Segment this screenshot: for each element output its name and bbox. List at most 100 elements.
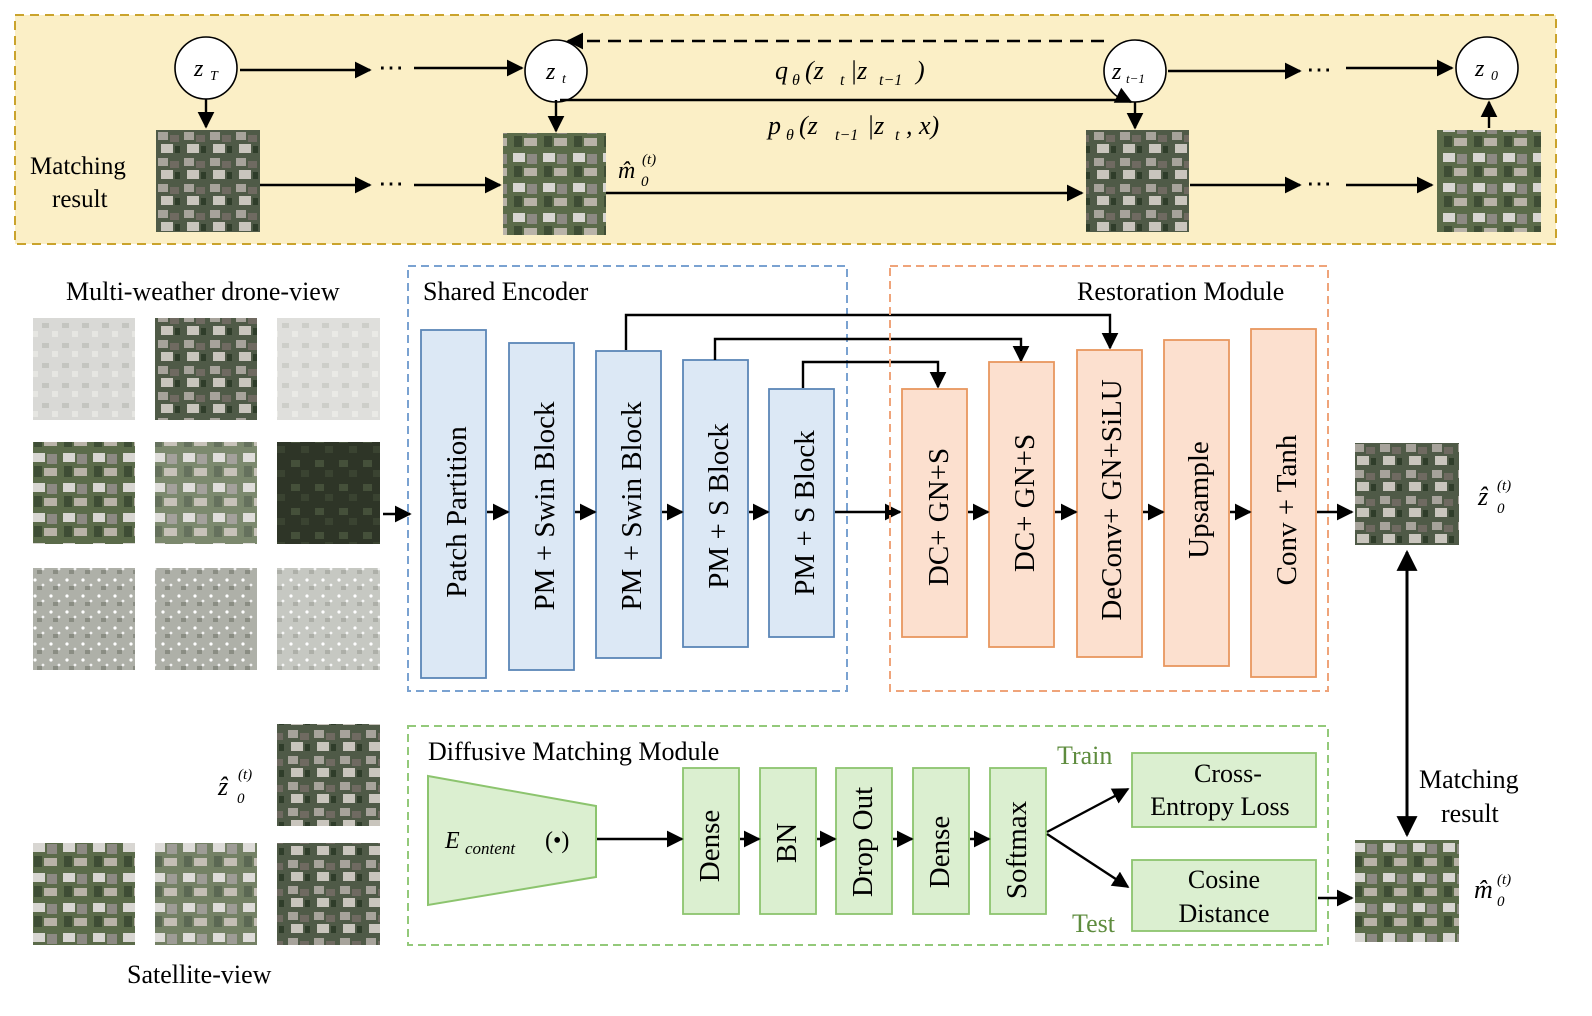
drone-image-8 (155, 568, 257, 670)
restored-image (1355, 443, 1459, 545)
aerial-image-top-4 (1437, 130, 1541, 232)
encoder-block-5-label: PM + S Block (789, 430, 821, 596)
restoration-block-3-label: DeConv+ GN+SiLU (1096, 379, 1128, 620)
p-sub: θ (786, 127, 794, 144)
p-formula: p θ (z t−1 |z t , x) (766, 111, 939, 144)
matching-block-3-label: Drop Out (847, 787, 879, 897)
drone-image-4 (33, 442, 135, 544)
node-zt1-sub: t−1 (1126, 71, 1145, 86)
satellite-view-title: Satellite-view (127, 960, 272, 989)
content-encoder-letter: E (444, 828, 460, 854)
z-hat-left-sup: (t) (238, 767, 252, 783)
node-zT-label: z (193, 56, 204, 82)
cosine-distance-label-1: Cosine (1188, 865, 1260, 894)
drone-image-9 (277, 568, 380, 670)
ellipsis-3: ⋯ (378, 169, 404, 198)
encoder-block-4-label: PM + S Block (703, 423, 735, 589)
matching-block-1-label: Dense (694, 810, 726, 882)
z-hat-right-letter: ẑ (1477, 482, 1489, 511)
p-args: (z (799, 111, 818, 140)
ellipsis-1: ⋯ (378, 53, 404, 82)
skip-connections (624, 313, 1119, 389)
drone-view-title: Multi-weather drone-view (66, 277, 340, 306)
drone-image-6 (277, 442, 380, 544)
ellipsis-2: ⋯ (1306, 55, 1332, 84)
restoration-block-5-label: Conv + Tanh (1271, 434, 1303, 585)
drone-image-5 (155, 442, 257, 544)
restoration-title: Restoration Module (1077, 277, 1284, 306)
node-zt-sub: t (562, 72, 567, 87)
q-bar-sub: t−1 (879, 72, 902, 89)
train-label: Train (1057, 741, 1112, 770)
restoration-block-1-label: DC+ GN+S (923, 448, 955, 586)
content-encoder-label: E content (•) (444, 828, 569, 858)
top-panel (14, 14, 1557, 245)
restoration-block-4-label: Upsample (1183, 441, 1215, 559)
z-hat-right: ẑ 0 (t) (1477, 478, 1511, 517)
ellipsis-4: ⋯ (1306, 169, 1332, 198)
matching-title: Diffusive Matching Module (428, 737, 719, 766)
matching-blocks (682, 767, 1047, 915)
encoder-block-3-label: PM + Swin Block (616, 401, 648, 610)
restoration-block-4 (1163, 339, 1230, 667)
node-z0-sub: 0 (1491, 69, 1498, 84)
node-zt1-label: z (1111, 59, 1122, 85)
matching-block-softmax (989, 767, 1047, 915)
node-z0: z 0 (1455, 36, 1519, 100)
matched-image (1355, 840, 1459, 942)
encoder-block-1 (420, 329, 487, 679)
restoration-block-5 (1250, 328, 1317, 678)
matching-block-4-label: Dense (924, 816, 956, 888)
shared-encoder-title: Shared Encoder (423, 277, 589, 306)
node-zT: z T (174, 36, 238, 100)
z-hat-left-sub: 0 (237, 791, 245, 807)
cross-entropy-label-1: Cross- (1194, 759, 1262, 788)
m-hat-top: m̂ 0 (t) (618, 152, 656, 190)
node-zt-label: z (545, 59, 556, 85)
restoration-panel (889, 265, 1329, 692)
z-hat-right-sub: 0 (1497, 501, 1505, 517)
q-args-sub: t (840, 72, 845, 89)
encoder-block-2-label: PM + Swin Block (529, 401, 561, 610)
restoration-block-2 (988, 361, 1055, 648)
satellite-image-3 (277, 843, 380, 945)
cross-entropy-label-2: Entropy Loss (1150, 792, 1289, 821)
z-hat-left: ẑ 0 (t) (217, 767, 252, 807)
encoder-block-3 (595, 350, 662, 659)
q-formula: q θ (z t |z t−1 ) (775, 56, 925, 89)
p-tail: , x) (906, 111, 939, 140)
encoder-block-4 (682, 359, 749, 648)
q-bar: |z (850, 56, 867, 85)
matching-block-5-label: Softmax (1001, 800, 1033, 899)
encoder-blocks (420, 329, 835, 679)
m-hat-top-sub: 0 (641, 174, 649, 190)
node-z0-label: z (1474, 56, 1485, 82)
q-letter: q (775, 56, 788, 85)
aerial-image-top-1 (156, 130, 260, 232)
matching-result-label-top-1: Matching (30, 153, 126, 180)
encoder-block-2 (508, 342, 575, 671)
cosine-distance-box (1131, 859, 1317, 932)
matching-result-label-right-1: Matching (1419, 765, 1519, 794)
m-hat-right-sup: (t) (1497, 872, 1511, 888)
q-sub: θ (792, 72, 800, 89)
z-hat-left-letter: ẑ (217, 772, 229, 801)
restoration-block-3 (1076, 349, 1143, 658)
encoder-block-5 (768, 388, 835, 638)
p-bar-sub: t (895, 127, 900, 144)
drone-image-7 (33, 568, 135, 670)
matching-panel (407, 725, 1329, 946)
top-chain-arrows (197, 32, 1498, 202)
shared-encoder-panel (407, 265, 848, 692)
drone-image-1 (33, 318, 135, 420)
test-label: Test (1072, 909, 1116, 938)
node-zt: z t (524, 39, 588, 103)
node-zT-sub: T (210, 69, 219, 84)
z-hat-right-sup: (t) (1497, 478, 1511, 494)
satellite-image-1 (33, 843, 135, 945)
q-args: (z (805, 56, 824, 85)
p-letter: p (766, 111, 781, 140)
restoration-block-1 (901, 388, 968, 638)
matching-block-2-label: BN (771, 823, 803, 863)
